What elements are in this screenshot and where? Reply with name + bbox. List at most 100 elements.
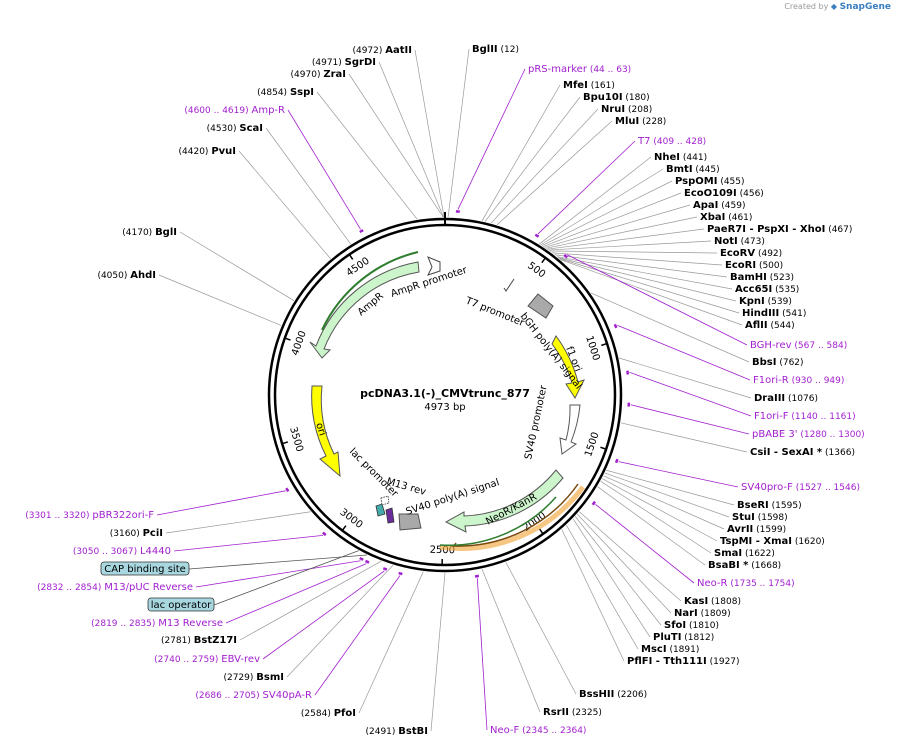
enzyme-label-ahdi[interactable]: (4050) AhdI [97,270,156,281]
enzyme-label-bbsi[interactable]: BbsI (762) [752,357,804,368]
boxed-feature-lac-operator[interactable] [147,597,215,612]
enzyme-label-sgrdi[interactable]: (4971) SgrDI [312,57,376,68]
feature-sv40-promoter[interactable] [559,404,581,455]
enzyme-label-bsmi[interactable]: (2729) BsmI [223,672,284,683]
enzyme-label-acc65i[interactable]: Acc65I (535) [735,284,799,295]
primer-label-m13-puc-reverse[interactable]: (2832 .. 2854) M13/pUC Reverse [37,582,193,593]
enzyme-label-bamhi[interactable]: BamHI (523) [730,272,794,283]
ring-tick-4500 [348,254,354,260]
enzyme-label-mlui[interactable]: MluI (228) [615,116,666,127]
primer-label-pbr322ori-f[interactable]: (3301 .. 3320) pBR322ori-F [25,510,154,521]
feature-f1-ori[interactable] [551,335,585,400]
enzyme-leader-ecori [552,252,723,266]
enzyme-label-apai[interactable]: ApaI (459) [693,200,745,211]
enzyme-label-nhei[interactable]: NheI (441) [654,152,707,163]
primer-label-prs-marker[interactable]: pRS-marker (44 .. 63) [528,64,631,75]
enzyme-leader-bstz17i [239,560,382,641]
primer-label-pbabe-3[interactable]: pBABE 3' (1280 .. 1300) [752,429,865,440]
feature-ampr-promoter[interactable] [427,256,441,276]
enzyme-label-kasi[interactable]: KasI (1808) [684,596,741,607]
enzyme-leader-bsshii [505,562,577,695]
primer-label-sv40pa-r[interactable]: (2686 .. 2705) SV40pA-R [195,690,312,701]
ring-tick-label: 2500 [430,545,456,556]
enzyme-label-aflii[interactable]: AflII (544) [745,320,795,331]
enzyme-label-bsshii[interactable]: BssHII (2206) [579,689,647,700]
enzyme-label-nrui[interactable]: NruI (208) [601,104,652,115]
primer-label-amp-r[interactable]: (4600 .. 4619) Amp-R [184,105,285,116]
enzyme-label-hindiii[interactable]: HindIII (541) [742,308,806,319]
enzyme-label-bglii[interactable]: BglII (12) [472,44,519,55]
enzyme-leader-aflii [560,259,743,326]
enzyme-label-avrii[interactable]: AvrII (1599) [727,524,786,535]
enzyme-label-ecoo109i[interactable]: EcoO109I (456) [684,188,764,199]
feature-ori[interactable] [311,385,341,478]
enzyme-label-msci[interactable]: MscI (1891) [641,644,699,655]
boxed-feature-cap-binding-site[interactable] [100,561,190,576]
enzyme-label-pluti[interactable]: PluTI (1812) [653,632,714,643]
enzyme-label-paer7i-pspxi-xhoi[interactable]: PaeR7I - PspXI - XhoI (467) [707,224,852,235]
enzyme-label-pvui[interactable]: (4420) PvuI [179,146,237,157]
enzyme-label-xbai[interactable]: XbaI (461) [700,212,752,223]
enzyme-label-bseri[interactable]: BseRI (1595) [737,500,802,511]
primer-label-f1ori-r[interactable]: F1ori-R (930 .. 949) [753,375,844,386]
enzyme-leader-pluti [572,518,651,638]
enzyme-leader-aatii [414,49,445,218]
primer-leader-pbabe-3 [630,404,750,435]
enzyme-label-bstbi[interactable]: (2491) BstBI [365,726,428,737]
enzyme-label-bsabi[interactable]: BsaBI * (1668) [708,560,781,571]
ring-tick-3000 [341,525,347,531]
primer-mark-pbr322ori-f [285,487,290,493]
primer-label-bgh-rev[interactable]: BGH-rev (567 .. 584) [750,340,847,351]
enzyme-label-bmti[interactable]: BmtI (445) [666,164,720,175]
boxed-leader-lac-operator [213,550,359,606]
primer-leader-prs-marker [457,68,526,210]
enzyme-label-noti[interactable]: NotI (473) [714,236,765,247]
primer-label-l4440[interactable]: (3050 .. 3067) L4440 [73,546,171,557]
primer-label-neo-f[interactable]: Neo-F (2345 .. 2364) [490,725,586,736]
enzyme-label-stui[interactable]: StuI (1598) [732,512,788,523]
enzyme-label-aatii[interactable]: (4972) AatII [352,45,412,56]
enzyme-label-tspmi-xmai[interactable]: TspMI - XmaI (1620) [720,536,825,547]
enzyme-label-pfoi[interactable]: (2584) PfoI [301,708,356,719]
enzyme-leader-bstbi [430,572,446,732]
feature-neor-kanr[interactable] [444,469,564,533]
feature-t7-promoter[interactable] [503,278,515,292]
primer-leader-pbr322ori-f [156,490,286,516]
feature-m13-rev[interactable] [385,507,395,524]
primer-label-neo-r[interactable]: Neo-R (1735 .. 1754) [697,578,795,589]
enzyme-label-ecori[interactable]: EcoRI (500) [725,260,783,271]
enzyme-label-kpni[interactable]: KpnI (539) [739,296,792,307]
enzyme-label-bstz17i[interactable]: (2781) BstZ17I [161,635,237,646]
primer-label-t7[interactable]: T7 (409 .. 428) [637,136,706,147]
enzyme-label-sfoi[interactable]: SfoI (1810) [664,620,719,631]
enzyme-label-rsrii[interactable]: RsrII (2325) [543,707,602,718]
primer-label-f1ori-f[interactable]: F1ori-F (1140 .. 1161) [754,411,856,422]
enzyme-label-pcii[interactable]: (3160) PciI [110,528,163,539]
plasmid-name: pcDNA3.1(-)_CMVtrunc_877 [360,387,530,400]
enzyme-label-pspomi[interactable]: PspOMI (455) [675,176,745,187]
feature-ampr[interactable] [309,261,420,359]
feature-lac-promoter[interactable] [375,503,386,517]
feature-bgh-polya[interactable] [527,293,554,319]
primer-label-ebv-rev[interactable]: (2740 .. 2759) EBV-rev [154,654,260,665]
backbone-inner [273,223,617,567]
enzyme-label-bgli[interactable]: (4170) BglI [122,227,177,238]
enzyme-label-draiii[interactable]: DraIII (1076) [754,393,818,404]
enzyme-leader-tspmi-xmai [601,478,718,542]
enzyme-label-nari[interactable]: NarI (1809) [674,608,731,619]
feature-sv40-polya[interactable] [398,513,422,531]
enzyme-label-bpu10i[interactable]: Bpu10I (180) [583,92,650,103]
enzyme-label-csii-sexai[interactable]: CsiI - SexAI * (1366) [750,447,855,458]
enzyme-label-mfei[interactable]: MfeI (161) [563,80,615,91]
enzyme-label-scai[interactable]: (4530) ScaI [207,123,263,134]
primer-label-m13-reverse[interactable]: (2819 .. 2835) M13 Reverse [91,618,223,629]
enzyme-label-smai[interactable]: SmaI (1622) [714,548,775,559]
enzyme-label-pflfi-tth111i[interactable]: PflFI - Tth111I (1927) [627,656,740,667]
enzyme-label-ecorv[interactable]: EcoRV (492) [720,248,782,259]
enzyme-label-sspi[interactable]: (4854) SspI [257,87,314,98]
enzyme-label-zrai[interactable]: (4970) ZraI [291,69,346,80]
ring-tick-2000 [538,528,544,535]
primer-label-sv40pro-f[interactable]: SV40pro-F (1527 .. 1546) [741,482,860,493]
enzyme-leader-bmti [540,168,664,246]
